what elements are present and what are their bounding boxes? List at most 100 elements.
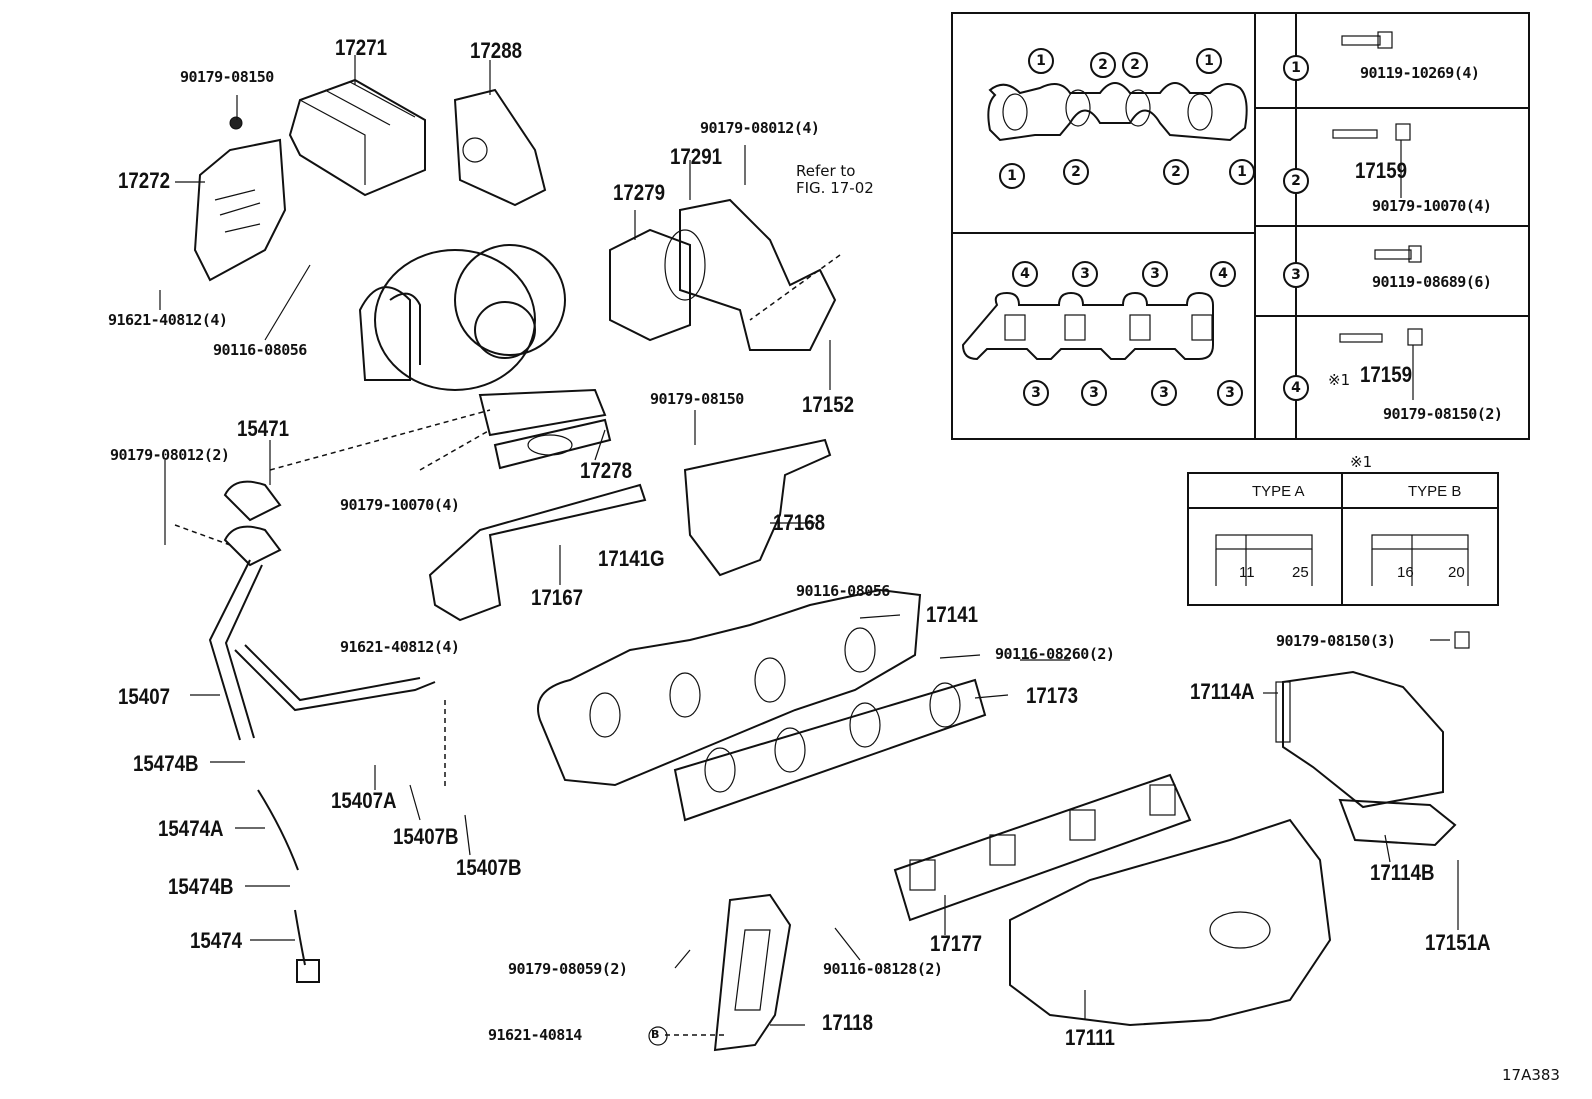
nut-icon: [1395, 123, 1411, 141]
gasket-reference-table: [951, 12, 1530, 440]
row-key: 1: [1283, 55, 1309, 81]
part-label: 17279: [613, 180, 666, 205]
part-label: 17168: [773, 510, 826, 535]
gasket-marker: 3: [1151, 380, 1177, 406]
part-label: 90179-08150(3): [1276, 632, 1396, 650]
part-label: 15407A: [331, 788, 397, 813]
part-label: 17114A: [1190, 679, 1255, 704]
part-label: 90179-08150: [180, 68, 274, 86]
bracket-17118-drawing: [713, 893, 792, 1052]
heat-insulator-17271-drawing: [288, 78, 426, 197]
oil-pipe-drawing: [208, 480, 436, 983]
dimension-value: 16: [1397, 564, 1414, 581]
dimension-value: 25: [1292, 564, 1309, 581]
part-label: 90119-08689(6): [1372, 273, 1492, 291]
gasket-marker: 4: [1012, 261, 1038, 287]
nut-icon: [1407, 328, 1423, 346]
part-label: 90179-10070(4): [1372, 197, 1492, 215]
part-label: 17288: [470, 38, 523, 63]
part-label: 91621-40814: [488, 1026, 582, 1044]
part-label: 17118: [822, 1010, 873, 1035]
gasket-marker: 2: [1122, 52, 1148, 78]
bolt-icon: [1341, 31, 1393, 49]
stud-icon: [1332, 129, 1378, 139]
gasket-marker: 2: [1063, 159, 1089, 185]
part-label: 90179-08012(2): [110, 446, 230, 464]
exhaust-elbow-17291-drawing: [609, 198, 837, 351]
part-label: 90179-08059(2): [508, 960, 628, 978]
part-label: 17271: [335, 35, 388, 60]
part-label: 17152: [802, 392, 855, 417]
part-label: 90179-08150(2): [1383, 405, 1503, 423]
note-marker: ※1: [1328, 371, 1351, 389]
row-key: 4: [1283, 375, 1309, 401]
gasket-17173-drawing: [673, 678, 987, 822]
part-label: 90179-08150: [650, 390, 744, 408]
gasket-marker: 3: [1023, 380, 1049, 406]
part-label: 15407: [118, 684, 171, 709]
part-label: 15407B: [456, 855, 522, 880]
type-b-label: TYPE B: [1408, 483, 1462, 500]
part-label: 15474B: [168, 874, 234, 899]
part-label: 90116-08260(2): [995, 645, 1115, 663]
row-key: 3: [1283, 262, 1309, 288]
leader-lines: [159, 55, 1459, 1036]
heat-insulator-17272-drawing: [193, 116, 287, 282]
part-label: 90116-08056: [213, 341, 307, 359]
gasket-marker: 2: [1163, 159, 1189, 185]
part-label: 17151A: [1425, 930, 1491, 955]
part-label: 90116-08056: [796, 582, 890, 600]
gasket-marker: 4: [1210, 261, 1236, 287]
gasket-marker: 2: [1090, 52, 1116, 78]
note-marker: ※1: [1350, 453, 1373, 471]
part-label: 17159: [1355, 158, 1408, 183]
part-label: 15474A: [158, 816, 224, 841]
gasket-marker: 3: [1217, 380, 1243, 406]
exhaust-manifold-17141-drawing: [537, 588, 922, 787]
part-label: 91621-40812(4): [340, 638, 460, 656]
part-label: 17167: [531, 585, 584, 610]
bolt-marker-label: B: [651, 1028, 660, 1041]
part-label: 15407B: [393, 824, 459, 849]
reference-note: Refer to: [796, 162, 856, 180]
part-label: 17114B: [1370, 860, 1435, 885]
part-label: 91621-40812(4): [108, 311, 228, 329]
part-label: 17278: [580, 458, 633, 483]
dimension-value: 11: [1239, 564, 1255, 581]
part-label: 15474: [190, 928, 243, 953]
nut-icon: [1454, 631, 1470, 649]
gasket-marker: 1: [1229, 159, 1255, 185]
part-label: 17291: [670, 144, 723, 169]
bolt-icon: [1374, 245, 1422, 263]
heat-insulator-17168-drawing: [683, 438, 832, 577]
figure-code: 17A383: [1502, 1066, 1560, 1084]
reference-note: FIG. 17-02: [796, 179, 874, 197]
bolt-b-marker-icon: [648, 1026, 668, 1046]
part-label: 17141G: [598, 546, 665, 571]
dimension-value: 20: [1448, 564, 1465, 581]
part-label: 15471: [237, 416, 290, 441]
type-dimension-table: [1187, 472, 1499, 606]
stud-icon: [1339, 333, 1383, 343]
gasket-marker: 3: [1072, 261, 1098, 287]
part-label: 17159: [1360, 362, 1413, 387]
gasket-marker: 3: [1142, 261, 1168, 287]
part-label: 90179-10070(4): [340, 496, 460, 514]
gasket-marker: 1: [1196, 48, 1222, 74]
turbocharger-drawing: [358, 244, 607, 437]
part-label: 17177: [930, 931, 983, 956]
part-label: 90119-10269(4): [1360, 64, 1480, 82]
gasket-marker: 1: [1028, 48, 1054, 74]
heat-insulator-17167-drawing: [428, 483, 647, 622]
gasket-17177-drawing: [893, 773, 1192, 922]
part-label: 17272: [118, 168, 171, 193]
gasket-marker: 1: [999, 163, 1025, 189]
part-label: 17141: [926, 602, 979, 627]
gasket-marker: 3: [1081, 380, 1107, 406]
row-key: 2: [1283, 168, 1309, 194]
part-label: 15474B: [133, 751, 199, 776]
part-label: 17173: [1026, 683, 1079, 708]
part-label: 17111: [1065, 1025, 1115, 1050]
intake-manifold-17111-drawing: [1009, 818, 1332, 1027]
